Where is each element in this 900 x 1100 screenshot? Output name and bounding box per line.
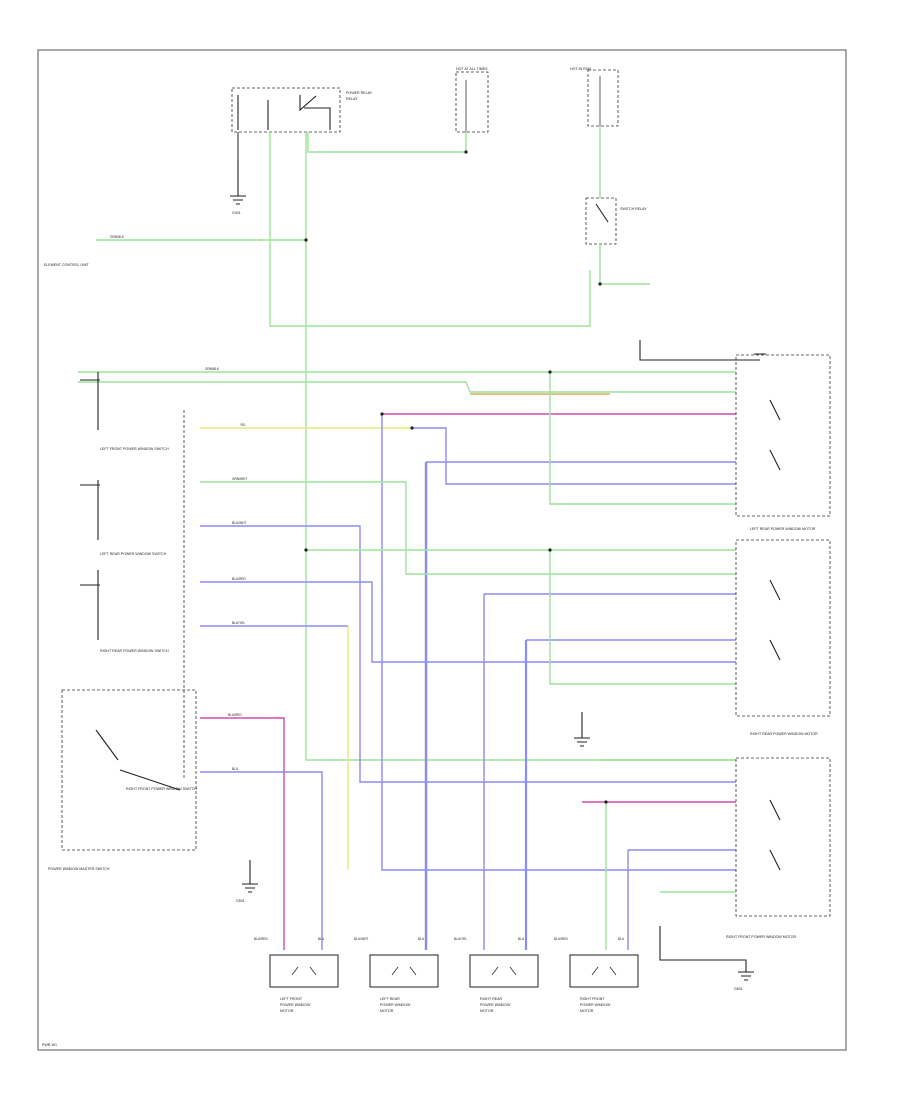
motor-symbol-icon xyxy=(591,966,617,976)
motor-3: BLU/YEL BLU RIGHT REAR POWER WINDOW MOTOR xyxy=(454,937,539,1013)
motor-wire-tag: BLU/RED xyxy=(554,937,569,941)
fuse-block-hot-at-all-times: HOT AT ALL TIMES xyxy=(455,67,489,133)
ground-label-left: G501 xyxy=(236,899,245,903)
motor-wire-tag: BLU xyxy=(318,937,325,941)
switch-relay-label: SWITCH RELAY xyxy=(620,207,647,211)
motor-name: LEFT REAR xyxy=(380,997,400,1001)
lf-switch-label: LEFT FRONT POWER WINDOW SWITCH xyxy=(100,447,169,451)
motor-name: MOTOR xyxy=(580,1009,594,1013)
motor-name: RIGHT REAR xyxy=(480,997,503,1001)
wire-green-row-2 xyxy=(78,381,736,393)
tag-yellow: YEL xyxy=(240,423,246,427)
motor-symbol-icon xyxy=(491,966,517,976)
wire-blue-row-d xyxy=(200,525,736,783)
motor-name: MOTOR xyxy=(380,1009,394,1013)
element-control-label: ELEMENT CONTROL UNIT xyxy=(44,263,90,267)
splice-dot xyxy=(304,548,308,552)
tag-row-g: BLU/YEL xyxy=(232,621,245,625)
motor-wire-tag: BLU/WHT xyxy=(354,937,368,941)
splice-dot xyxy=(604,800,608,804)
wire-blue-row-e xyxy=(200,581,736,663)
wire-blue-row-a xyxy=(381,414,736,871)
splice-dot xyxy=(410,426,414,430)
fuse-block-hot-in-run: HOT IN RUN xyxy=(570,67,619,127)
motor-name: POWER WINDOW xyxy=(380,1003,411,1007)
splice-dot xyxy=(548,548,552,552)
motor-symbol-icon xyxy=(291,966,317,976)
rr-motor-label: RIGHT REAR POWER WINDOW MOTOR xyxy=(750,732,818,736)
motor-box xyxy=(569,954,639,988)
motor-2: BLU/WHT BLU LEFT REAR POWER WINDOW MOTOR xyxy=(354,937,439,1013)
motor-wire-tag: BLU xyxy=(418,937,425,941)
ground-top-left: G401 xyxy=(230,160,246,215)
wire-magenta-left xyxy=(200,717,285,950)
tag-row-1: GRN/BLK xyxy=(205,367,220,371)
tag-left-feed: GRN/BLK xyxy=(110,235,125,239)
motor-name: POWER WINDOW xyxy=(280,1003,311,1007)
ground-label-right: G601 xyxy=(734,987,743,991)
motor-name: POWER WINDOW xyxy=(580,1003,611,1007)
wire-blue-row-b xyxy=(412,427,736,485)
motor-wire-tag: BLU xyxy=(618,937,625,941)
splice-dot xyxy=(598,282,602,286)
page-ref: PWR-W1 xyxy=(42,1043,57,1047)
tag-blue-left-lower: BLU xyxy=(232,767,239,771)
tag-row-3: GRN/WHT xyxy=(232,477,247,481)
rf-switch-label: RIGHT FRONT POWER WINDOW SWITCH xyxy=(126,787,197,791)
ground-top-right xyxy=(639,340,766,361)
tag-row-e: BLU/RED xyxy=(232,577,247,581)
right-connector-bottom: RIGHT FRONT POWER WINDOW MOTOR xyxy=(726,757,831,939)
tag-row-d: BLU/WHT xyxy=(232,521,246,525)
motor-box xyxy=(469,954,539,988)
motor-1: BLU/RED BLU LEFT FRONT POWER WINDOW MOTOR xyxy=(254,937,339,1013)
wire-green-vert-550b xyxy=(549,550,736,685)
wire-blue-left-lower xyxy=(200,771,323,950)
hot-in-run-label: HOT IN RUN xyxy=(570,67,591,71)
motor-symbol-icon xyxy=(391,966,417,976)
motor-name: MOTOR xyxy=(280,1009,294,1013)
hot-at-all-times-label: HOT AT ALL TIMES xyxy=(456,67,488,71)
ground-label-top: G401 xyxy=(232,211,241,215)
master-switch-panel: LEFT FRONT POWER WINDOW SWITCH LEFT REAR… xyxy=(48,372,258,903)
master-switch-label: POWER WINDOW MASTER SWITCH xyxy=(48,867,110,871)
splice-dot xyxy=(464,150,468,154)
lr-motor-label: LEFT REAR POWER WINDOW MOTOR xyxy=(750,527,816,531)
lr-switch-label: LEFT REAR POWER WINDOW SWITCH xyxy=(100,552,167,556)
tag-magenta-left: BLU/RED xyxy=(228,713,243,717)
rr-switch-label: RIGHT REAR POWER WINDOW SWITCH xyxy=(100,649,169,653)
motor-name: LEFT FRONT xyxy=(280,997,303,1001)
rf-motor-label: RIGHT FRONT POWER WINDOW MOTOR xyxy=(726,935,796,939)
motor-name: POWER WINDOW xyxy=(480,1003,511,1007)
wire-green-row-3 xyxy=(200,481,736,575)
svg-text:RELAY: RELAY xyxy=(346,97,358,101)
splice-dot xyxy=(548,370,552,374)
motor-wire-tag: BLU/YEL xyxy=(454,937,467,941)
motor-box xyxy=(269,954,339,988)
wire-green-vert-550 xyxy=(549,372,736,505)
splice-dot xyxy=(380,412,384,416)
wire-green-top-hot xyxy=(307,132,467,153)
power-relay-label: POWER RELAY xyxy=(346,91,373,95)
motor-4: BLU/RED BLU RIGHT FRONT POWER WINDOW MOTOR xyxy=(554,937,639,1013)
motor-name: RIGHT FRONT xyxy=(580,997,605,1001)
motor-box xyxy=(369,954,439,988)
motor-wire-tag: BLU/RED xyxy=(254,937,269,941)
power-relay: POWER RELAY RELAY xyxy=(231,87,373,133)
wire-green-sw-out xyxy=(599,244,650,285)
right-connector-mid: RIGHT REAR POWER WINDOW MOTOR xyxy=(735,539,831,736)
wire-green-main-vertical xyxy=(305,132,736,761)
motor-name: MOTOR xyxy=(480,1009,494,1013)
switch-relay: SWITCH RELAY xyxy=(585,197,647,245)
right-connector-top: LEFT REAR POWER WINDOW MOTOR xyxy=(735,354,831,531)
splice-dot xyxy=(304,238,308,242)
wire-green-relay-down xyxy=(269,132,591,327)
motor-wire-tag: BLU xyxy=(518,937,525,941)
wire-layer: GRN/BLK GRN/BLK YEL GRN/WHT BLU/WHT BLU/RED BL… xyxy=(78,126,736,950)
diagram-frame xyxy=(37,49,847,1051)
ground-mid-right xyxy=(574,712,590,747)
ground-right: G601 xyxy=(659,926,754,991)
